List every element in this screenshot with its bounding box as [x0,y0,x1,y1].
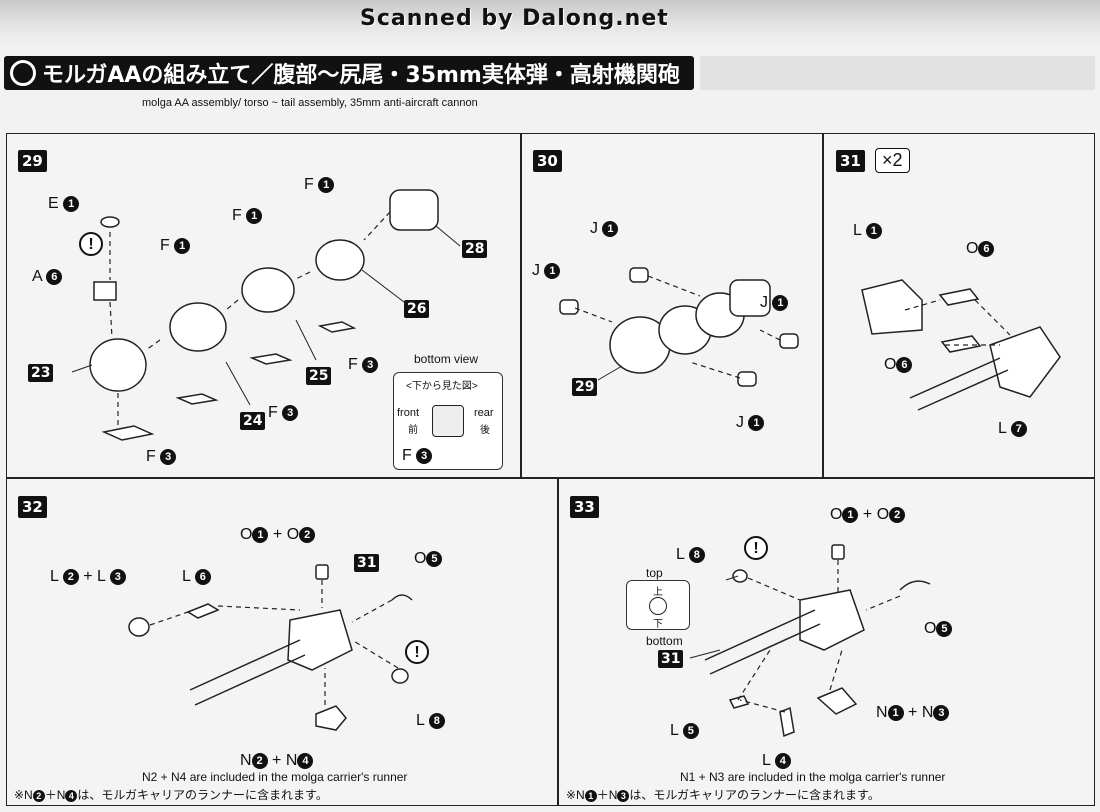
part-a6 [93,281,117,301]
step-30-number: 30 [533,150,562,172]
foot-f3b [175,393,219,405]
top-banner [0,0,1100,46]
front-label: front [397,407,420,419]
bottom-view-box: <下から見た図> front 前 rear 後 F 3 [393,372,503,470]
label-f3c: F 3 [348,356,379,374]
foot-f3c [249,353,293,365]
settings-gear-icon [10,60,36,86]
part-25-label: 25 [306,367,332,385]
step-32-number: 32 [18,496,47,518]
label-a6: A 6 [32,268,63,286]
title-bar: モルガAAの組み立て／腹部～尻尾・35mm実体弾・高射機関砲 [4,56,694,90]
bottom-view-caption: bottom view [414,352,479,366]
part-31-label: 31 [658,650,684,668]
label-j1-bottom: J 1 [736,414,765,432]
runner-note-en: N2 + N4 are included in the molga carrie… [142,770,408,784]
caution-icon: ! [405,640,429,664]
orient-top-jp: 上 [653,587,663,598]
torso-segment-26 [315,239,365,281]
foot-diagram [432,405,464,437]
part-31-label: 31 [354,554,380,572]
label-l8: L 8 [676,546,705,564]
label-f3b: F 3 [268,404,299,422]
label-f1b: F 1 [232,207,263,225]
label-e1: E 1 [48,195,80,213]
rear-label-jp: 後 [480,425,490,436]
bottom-view-title: <下から見た図> [406,381,478,392]
foot-f3d [317,321,357,333]
torso-segment-23 [89,338,147,392]
watermark: Scanned by Dalong.net [360,6,669,31]
label-l2-l3: L 2 + L 3 [50,568,126,586]
label-j1-left: J 1 [532,262,561,280]
label-l7: L 7 [998,420,1027,438]
cannon-assembly-33 [799,589,865,651]
rear-label: rear [474,407,494,419]
label-l1: L 1 [853,222,882,240]
label-f3a: F 3 [146,448,177,466]
orientation-circle-icon [649,597,667,615]
label-j1-top: J 1 [590,220,619,238]
part-24-label: 24 [240,412,266,430]
step-31-number: 31 [836,150,865,172]
label-l5: L 5 [670,722,699,740]
foot-f3a [101,425,155,441]
part-28-label: 28 [462,240,488,258]
label-l4: L 4 [762,752,791,770]
part-26-label: 26 [404,300,430,318]
part-23-label: 23 [28,364,54,382]
caution-icon: ! [744,536,768,560]
runner-note-en: N1 + N3 are included in the molga carrie… [680,770,946,784]
orientation-box: 上 下 [626,580,690,630]
orient-top-label: top [646,566,663,580]
label-l8: L 8 [416,712,445,730]
step-29-number: 29 [18,150,47,172]
caution-icon: ! [79,232,103,256]
quantity-multiplier: ×2 [875,148,910,173]
label-l6: L 6 [182,568,211,586]
part-29-label: 29 [572,378,598,396]
page-title: モルガAAの組み立て／腹部～尻尾・35mm実体弾・高射機関砲 [42,63,680,88]
label-f1a: F 1 [160,237,191,255]
tail-28 [389,189,439,231]
torso-segment-24 [169,302,227,352]
cannon-assembly-32 [287,609,353,671]
faded-next-title [700,56,1095,90]
orient-bottom-jp: 下 [653,619,663,630]
front-label-jp: 前 [408,425,418,436]
part-e1 [100,216,120,228]
step-32-panel [6,478,558,806]
bottom-view-part: F 3 [402,447,433,465]
orient-bottom-label: bottom [646,634,683,648]
label-j1-right: J 1 [760,294,789,312]
torso-segment-25 [241,267,295,313]
label-f1c: F 1 [304,176,335,194]
step-33-number: 33 [570,496,599,518]
page-subtitle: molga AA assembly/ torso ~ tail assembly… [142,97,478,109]
